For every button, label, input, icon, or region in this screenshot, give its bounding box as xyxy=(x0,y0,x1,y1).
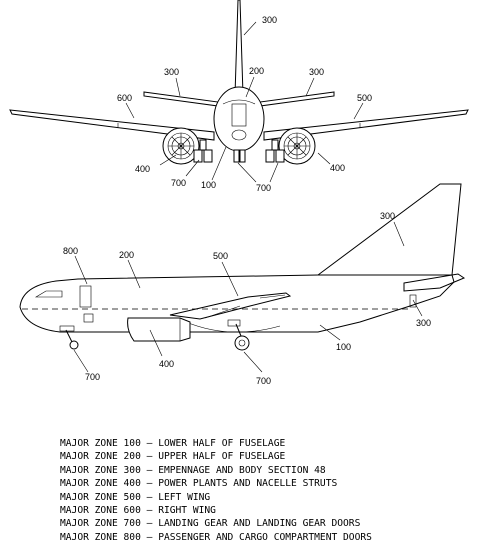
callout-side-door: 800 xyxy=(63,246,78,256)
callout-side-fin: 300 xyxy=(380,211,395,221)
front-vertical-fin xyxy=(234,0,244,96)
legend-item: MAJOR ZONE 600 — RIGHT WING xyxy=(60,505,216,517)
front-right-engine xyxy=(278,127,316,165)
callout-engine-left: 400 xyxy=(135,164,150,174)
zone-legend: MAJOR ZONE 100 — LOWER HALF OF FUSELAGE … xyxy=(60,437,372,544)
front-landing-gear xyxy=(193,139,285,163)
aircraft-drawing: 300 300 200 300 600 500 400 400 700 100 … xyxy=(9,0,469,386)
forward-passenger-door xyxy=(79,285,92,308)
front-left-engine xyxy=(162,127,200,165)
legend-item: MAJOR ZONE 800 — PASSENGER AND CARGO COM… xyxy=(60,531,372,543)
cockpit-windows xyxy=(34,290,63,298)
front-view: 300 300 200 300 600 500 400 400 700 100 … xyxy=(9,0,469,193)
side-horizontal-stabilizer xyxy=(403,273,466,292)
callout-side-main-gear: 700 xyxy=(256,376,271,386)
callout-wing-right-zone: 600 xyxy=(117,93,132,103)
legend-item: MAJOR ZONE 100 — LOWER HALF OF FUSELAGE xyxy=(60,438,286,449)
side-fuselage xyxy=(19,274,455,333)
front-left-wing xyxy=(9,109,215,141)
side-nose-gear xyxy=(59,325,79,350)
callout-side-wing: 500 xyxy=(213,251,228,261)
side-main-gear xyxy=(227,319,250,351)
callout-stab-left: 300 xyxy=(164,67,179,77)
legend-item: MAJOR ZONE 200 — UPPER HALF OF FUSELAGE xyxy=(60,451,286,463)
front-left-stabilizer xyxy=(143,91,219,107)
callout-gear-left: 700 xyxy=(171,178,186,188)
callout-side-nose-gear: 700 xyxy=(85,372,100,382)
callout-nose-top: 200 xyxy=(249,66,264,76)
legend-item: MAJOR ZONE 500 — LEFT WING xyxy=(60,491,211,503)
front-right-wing xyxy=(263,109,469,141)
callout-side-engine: 400 xyxy=(159,359,174,369)
callout-belly: 100 xyxy=(201,180,216,190)
front-fuselage xyxy=(213,86,265,152)
front-right-stabilizer xyxy=(259,91,335,107)
side-engine xyxy=(127,317,191,342)
callout-side-upper: 200 xyxy=(119,250,134,260)
callout-engine-right: 400 xyxy=(330,163,345,173)
callout-stab-right: 300 xyxy=(309,67,324,77)
callout-gear-center: 700 xyxy=(256,183,271,193)
callout-fin-top: 300 xyxy=(262,15,277,25)
callout-wing-left-zone: 500 xyxy=(357,93,372,103)
callout-side-lower: 100 xyxy=(336,342,351,352)
legend-item: MAJOR ZONE 700 — LANDING GEAR AND LANDIN… xyxy=(60,518,361,530)
legend-item: MAJOR ZONE 400 — POWER PLANTS AND NACELL… xyxy=(60,478,338,490)
side-vertical-fin xyxy=(317,183,462,276)
side-view: 300 800 200 500 300 100 400 700 700 xyxy=(19,183,466,386)
legend-item: MAJOR ZONE 300 — EMPENNAGE AND BODY SECT… xyxy=(60,464,326,476)
side-wing xyxy=(169,292,292,320)
callout-side-tail-lower: 300 xyxy=(416,318,431,328)
